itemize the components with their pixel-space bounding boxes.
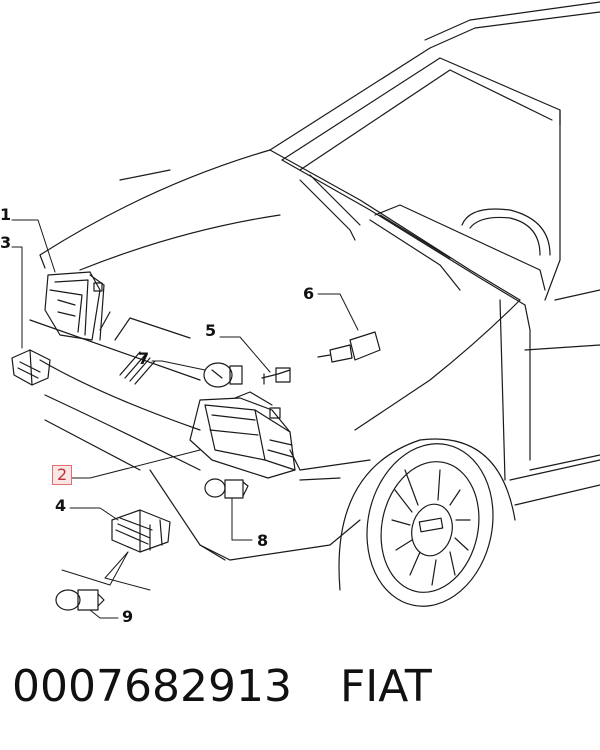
part-7-screw xyxy=(261,367,291,385)
part-5-bulb xyxy=(203,362,243,388)
part-3-side-marker xyxy=(11,349,51,386)
footer: 0007682913 FIAT xyxy=(12,655,432,725)
part-8-bulb xyxy=(204,478,249,499)
callout-5: 5 xyxy=(205,321,217,340)
callout-1: 1 xyxy=(0,205,12,224)
part-2-headlamp-assembly xyxy=(189,391,296,479)
callout-2-highlighted: 2 xyxy=(52,465,73,485)
part-9-bulb xyxy=(55,589,105,611)
callout-6: 6 xyxy=(303,284,315,303)
part-6-bulb-socket xyxy=(317,331,381,363)
part-1-left-headlamp xyxy=(44,271,105,341)
part-number: 0007682913 xyxy=(12,661,292,712)
callout-3: 3 xyxy=(0,233,12,252)
callout-9: 9 xyxy=(122,607,134,626)
car-body-outline xyxy=(29,1,600,561)
callout-4: 4 xyxy=(55,496,67,515)
callout-8: 8 xyxy=(257,531,269,550)
callout-7: 7 xyxy=(138,349,150,368)
part-4-turn-lamp xyxy=(111,509,171,553)
brand-name: FIAT xyxy=(339,661,432,712)
leader-lines xyxy=(11,219,359,619)
exploded-parts-diagram xyxy=(11,1,600,619)
front-wheel xyxy=(338,438,516,607)
